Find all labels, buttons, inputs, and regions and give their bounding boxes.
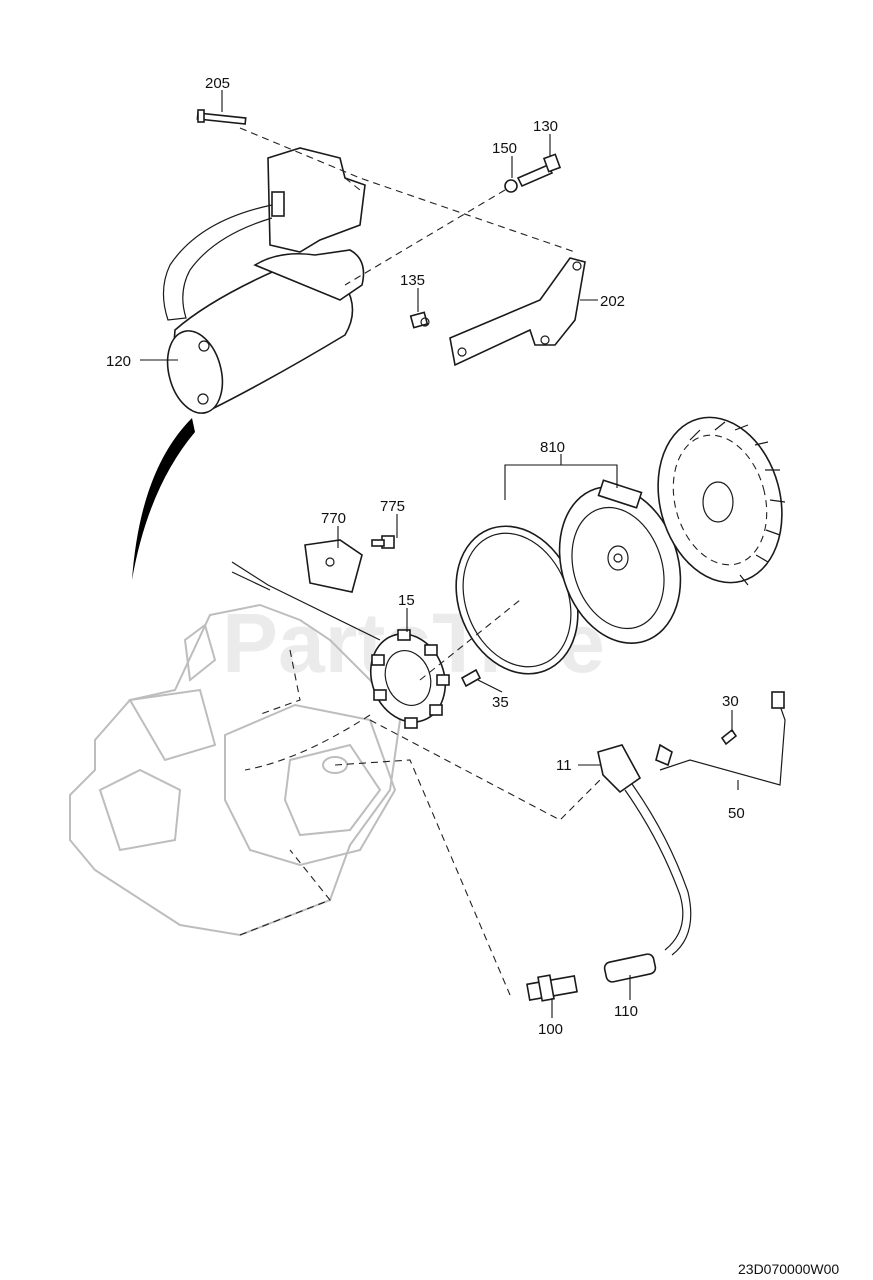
engine-block: [69, 603, 402, 937]
plate-770: [304, 539, 363, 593]
callout-100: 100: [538, 1021, 563, 1038]
ground-wire-50: [655, 691, 786, 786]
callout-130: 130: [533, 118, 558, 135]
callout-30: 30: [722, 693, 739, 710]
swoosh-arrow: [132, 418, 195, 580]
callout-810: 810: [540, 439, 565, 456]
leader-lines: [140, 90, 739, 1018]
screw-30: [720, 728, 738, 746]
bolt-775: [371, 535, 395, 549]
callout-205: 205: [205, 75, 230, 92]
callout-120: 120: [106, 353, 131, 370]
callout-11: 11: [556, 757, 572, 774]
cooling-fan: [657, 416, 786, 586]
stator: [370, 629, 450, 729]
bolt-205: [196, 109, 247, 125]
callout-110: 110: [614, 1003, 638, 1020]
callout-35: 35: [492, 694, 509, 711]
dashed-relation-lines: [239, 127, 601, 996]
callout-150: 150: [492, 140, 517, 157]
callout-770: 770: [321, 510, 346, 527]
plug-cap: [603, 953, 657, 983]
callout-775: 775: [380, 498, 405, 515]
diagram-code: 23D070000W00: [738, 1261, 839, 1277]
ignition-coil: [597, 744, 692, 956]
callout-50: 50: [728, 805, 745, 822]
spark-plug: [526, 974, 578, 1002]
callout-202: 202: [600, 293, 625, 310]
bracket-202: [449, 257, 586, 367]
callout-135: 135: [400, 272, 425, 289]
bolt-135: [409, 311, 430, 329]
starter-motor: [162, 147, 366, 414]
callout-15: 15: [398, 592, 415, 609]
screw-35: [460, 668, 482, 688]
stator-wire: [231, 561, 381, 641]
callout-labels: 205 150 130 135 202 120 810 770 775 15 3…: [106, 75, 745, 1038]
flywheel: [558, 479, 682, 644]
washer-150: [504, 179, 518, 193]
bolt-130: [516, 153, 562, 188]
